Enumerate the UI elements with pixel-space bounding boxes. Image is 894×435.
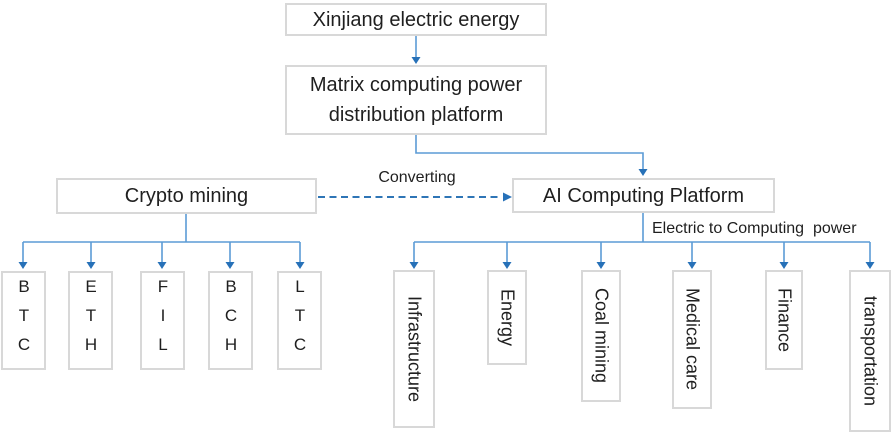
- node-fil: FIL: [140, 271, 185, 370]
- node-finance: Finance: [765, 270, 803, 370]
- node-infrastructure: Infrastructure: [393, 270, 435, 428]
- node-label: ETH: [81, 277, 101, 364]
- node-label: FIL: [153, 277, 173, 364]
- node-crypto-mining: Crypto mining: [56, 178, 317, 214]
- node-btc: BTC: [1, 271, 46, 370]
- node-label: LTC: [290, 277, 310, 364]
- node-label: Infrastructure: [404, 295, 425, 403]
- node-label: BTC: [14, 277, 34, 364]
- node-label: transportation: [860, 295, 881, 407]
- node-eth: ETH: [68, 271, 113, 370]
- node-transportation: transportation: [849, 270, 891, 432]
- dashed-converting-arrow: [318, 192, 512, 202]
- node-label: Finance: [774, 287, 795, 353]
- node-label: Xinjiang electric energy: [312, 8, 520, 31]
- node-label: AI Computing Platform: [542, 184, 745, 207]
- edge-label-electric-to-computing-power: Electric to Computing power: [652, 220, 857, 237]
- node-ai-computing-platform: AI Computing Platform: [512, 178, 775, 213]
- node-ltc: LTC: [277, 271, 322, 370]
- node-matrix-computing-power-distribution-platform: Matrix computing power distribution plat…: [285, 65, 547, 135]
- node-label: Energy: [497, 288, 518, 347]
- node-medical-care: Medical care: [672, 270, 712, 409]
- node-label: Crypto mining: [124, 185, 249, 207]
- node-label: BCH: [221, 277, 241, 364]
- node-xinjiang-electric-energy: Xinjiang electric energy: [285, 3, 547, 36]
- node-label: Coal mining: [591, 288, 612, 384]
- node-label: Matrix computing power distribution plat…: [309, 74, 523, 126]
- node-bch: BCH: [208, 271, 253, 370]
- node-energy: Energy: [487, 270, 527, 365]
- node-coal-mining: Coal mining: [581, 270, 621, 402]
- edge-label-converting: Converting: [378, 169, 456, 186]
- node-label: Medical care: [682, 288, 703, 391]
